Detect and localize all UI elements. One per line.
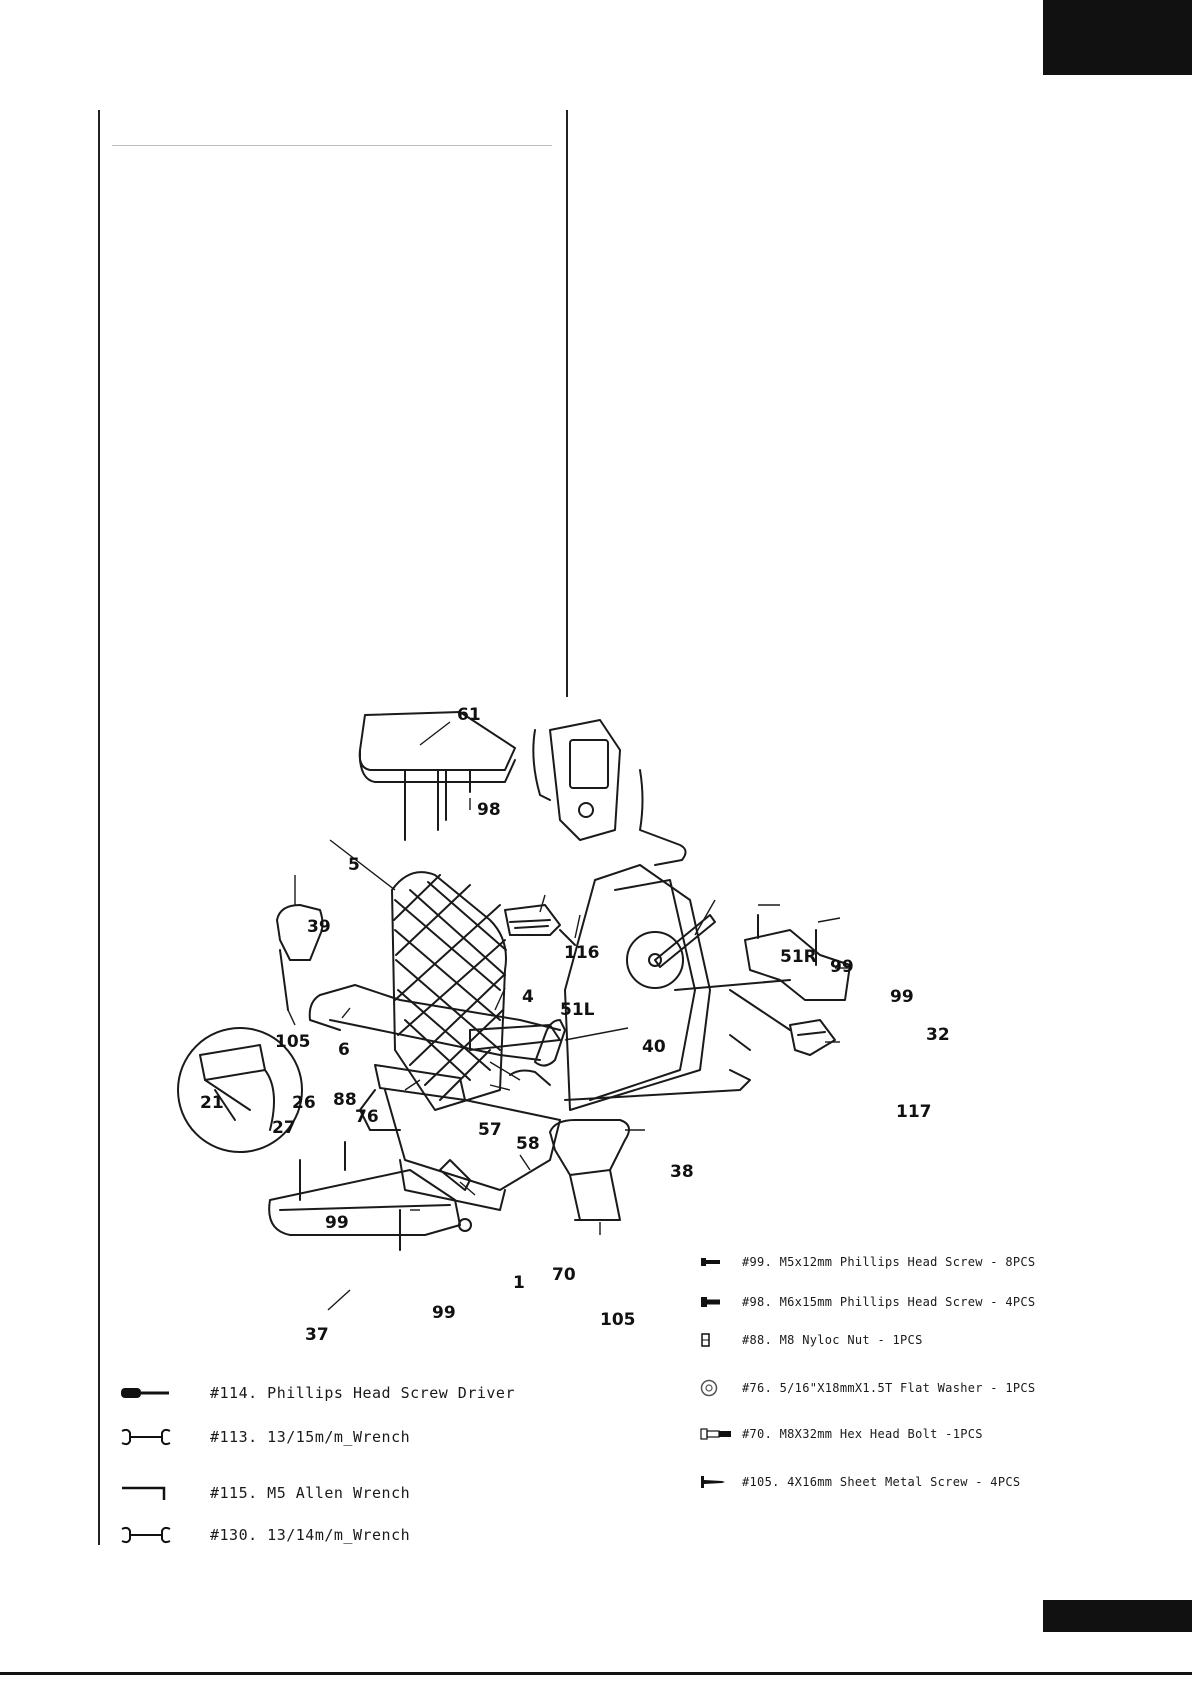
tool-row: #115. M5 Allen Wrench — [120, 1484, 410, 1502]
callout-51r: 51R — [780, 947, 817, 967]
callout-1: 1 — [513, 1273, 525, 1293]
callout-32: 32 — [926, 1025, 950, 1045]
callout-99-left: 99 — [325, 1213, 349, 1233]
pedal-left — [504, 904, 576, 946]
hardware-label: #70. M8X32mm Hex Head Bolt -1PCS — [742, 1427, 983, 1441]
callout-6: 6 — [338, 1040, 350, 1060]
callout-21: 21 — [200, 1093, 224, 1113]
tool-label: #130. 13/14m/m_Wrench — [210, 1526, 411, 1544]
hardware-label: #105. 4X16mm Sheet Metal Screw - 4PCS — [742, 1475, 1021, 1489]
seat-frame — [308, 984, 561, 1211]
hardware-label: #88. M8 Nyloc Nut - 1PCS — [742, 1333, 923, 1347]
callout-117: 117 — [896, 1102, 932, 1122]
screw-icon — [700, 1297, 742, 1307]
header-rule — [112, 145, 552, 146]
callout-105-lower: 105 — [600, 1310, 636, 1330]
callout-99-top: 99 — [830, 957, 854, 977]
callout-98: 98 — [477, 800, 501, 820]
tool-row: #113. 13/15m/m_Wrench — [120, 1428, 410, 1446]
callout-70: 70 — [552, 1265, 576, 1285]
callout-39: 39 — [307, 917, 331, 937]
hardware-row: #76. 5/16"X18mmX1.5T Flat Washer - 1PCS — [700, 1379, 1035, 1397]
screw-icon — [700, 1257, 742, 1267]
wrench-icon — [120, 1428, 210, 1446]
footer-rule — [0, 1672, 1192, 1675]
pedal-right — [729, 989, 836, 1056]
seat-handle — [509, 1019, 566, 1086]
wrench-icon — [120, 1526, 210, 1544]
left-rule — [98, 110, 100, 1545]
callout-76: 76 — [355, 1107, 379, 1127]
hardware-label: #76. 5/16"X18mmX1.5T Flat Washer - 1PCS — [742, 1381, 1036, 1395]
sheet-metal-screw-icon — [700, 1476, 742, 1488]
callout-5: 5 — [348, 855, 360, 875]
callout-99-bottom: 99 — [432, 1303, 456, 1323]
callout-99-right: 99 — [890, 987, 914, 1007]
callout-88: 88 — [333, 1090, 357, 1110]
callout-26: 26 — [292, 1093, 316, 1113]
middle-rule — [566, 110, 568, 697]
callout-51l: 51L — [560, 1000, 595, 1020]
hardware-row: #105. 4X16mm Sheet Metal Screw - 4PCS — [700, 1475, 1020, 1489]
callout-58: 58 — [516, 1134, 540, 1154]
console-mast — [532, 719, 751, 1111]
corner-tab-top — [1043, 0, 1192, 75]
hardware-row: #88. M8 Nyloc Nut - 1PCS — [700, 1333, 923, 1347]
callout-38: 38 — [670, 1162, 694, 1182]
hardware-row: #70. M8X32mm Hex Head Bolt -1PCS — [700, 1427, 983, 1441]
hardware-list: #99. M5x12mm Phillips Head Screw - 8PCS … — [700, 1255, 1040, 1505]
screwdriver-icon — [120, 1386, 210, 1400]
callout-57: 57 — [478, 1120, 502, 1140]
hardware-row: #98. M6x15mm Phillips Head Screw - 4PCS — [700, 1295, 1035, 1309]
callout-116: 116 — [564, 943, 600, 963]
allen-wrench-icon — [120, 1484, 210, 1502]
callout-4: 4 — [522, 987, 534, 1007]
callout-40: 40 — [642, 1037, 666, 1057]
hardware-row: #99. M5x12mm Phillips Head Screw - 8PCS — [700, 1255, 1035, 1269]
armrest-pad — [358, 711, 516, 841]
detail-inset — [177, 1027, 303, 1153]
cup-holder-lower — [549, 1119, 630, 1221]
washer-icon — [700, 1379, 742, 1397]
tool-label: #115. M5 Allen Wrench — [210, 1484, 411, 1502]
callout-105-upper: 105 — [275, 1032, 311, 1052]
tools-list: #114. Phillips Head Screw Driver #113. 1… — [120, 1380, 560, 1560]
hardware-label: #99. M5x12mm Phillips Head Screw - 8PCS — [742, 1255, 1036, 1269]
bolt-icon — [700, 1428, 742, 1440]
callout-37: 37 — [305, 1325, 329, 1345]
callout-61: 61 — [457, 705, 481, 725]
hardware-label: #98. M6x15mm Phillips Head Screw - 4PCS — [742, 1295, 1036, 1309]
seat-back — [391, 871, 507, 1111]
rear-stabilizer-cover — [674, 914, 851, 1051]
front-stabilizer — [268, 1141, 472, 1251]
tool-row: #130. 13/14m/m_Wrench — [120, 1526, 410, 1544]
cup-holder-upper — [276, 904, 324, 1011]
nut-icon — [700, 1333, 742, 1347]
callout-27: 27 — [272, 1118, 296, 1138]
tool-label: #113. 13/15m/m_Wrench — [210, 1428, 411, 1446]
corner-tab-bottom — [1043, 1600, 1192, 1632]
tool-label: #114. Phillips Head Screw Driver — [210, 1384, 515, 1402]
tool-row: #114. Phillips Head Screw Driver — [120, 1384, 515, 1402]
exploded-diagram: 61 98 5 39 116 51R 99 99 32 51L 4 6 40 1… — [177, 705, 950, 1345]
